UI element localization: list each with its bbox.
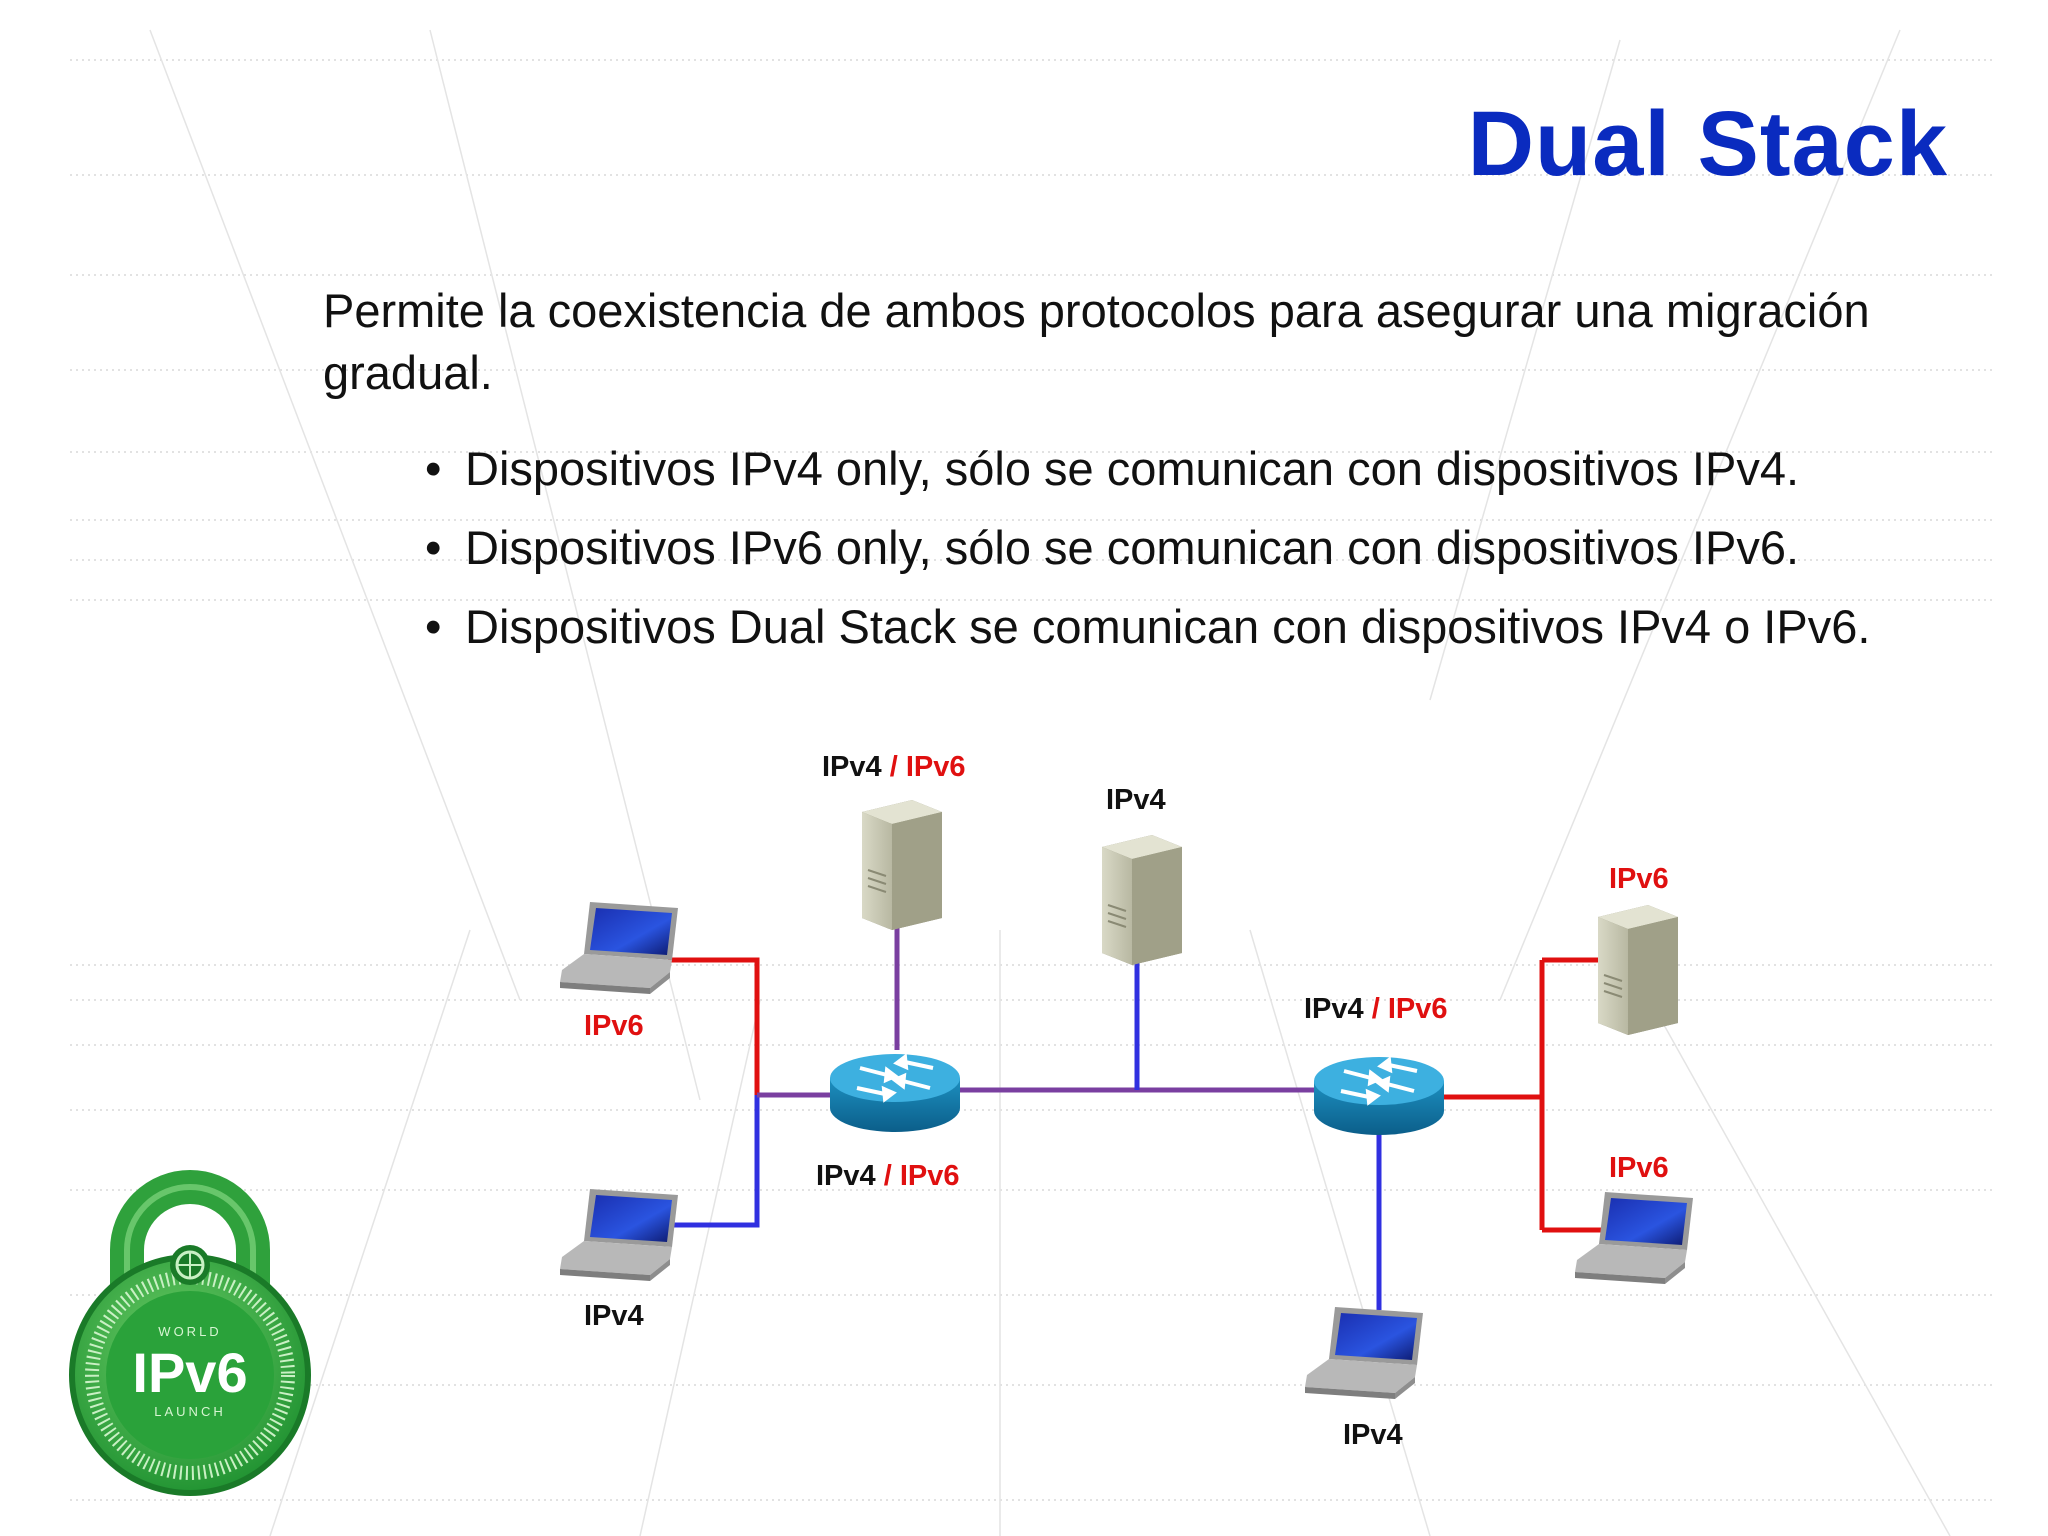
world-ipv6-launch-logo: WORLD IPv6 LAUNCH — [69, 1170, 311, 1496]
link-ipv4-laptop-left — [668, 1095, 760, 1228]
bullet-text: Dispositivos Dual Stack se comunican con… — [465, 600, 1871, 653]
link-ipv6-laptop-left — [668, 957, 760, 1095]
bullet-symbol: • — [425, 521, 442, 574]
bullet-text: Dispositivos IPv6 only, sólo se comunica… — [465, 521, 1800, 574]
server-icon — [862, 800, 942, 930]
bullet-item: • Dispositivos Dual Stack se comunican co… — [425, 596, 1945, 658]
laptop-icon — [1305, 1307, 1423, 1399]
label-server-top: IPv4 / IPv6 — [822, 751, 966, 783]
bullet-list: • Dispositivos IPv4 only, sólo se comunic… — [425, 438, 1945, 675]
label-router-right: IPv4 / IPv6 — [1304, 993, 1448, 1025]
svg-text:IPv6: IPv6 — [132, 1341, 247, 1404]
label-server-right: IPv6 — [1609, 863, 1669, 895]
label-laptop-bottom-center: IPv4 — [1343, 1419, 1403, 1451]
laptop-icon — [1575, 1192, 1693, 1284]
label-laptop-top-left: IPv6 — [584, 1010, 644, 1042]
label-laptop-bottom-left: IPv4 — [584, 1300, 644, 1332]
bullet-text: Dispositivos IPv4 only, sólo se comunica… — [465, 442, 1800, 495]
server-icon — [1598, 905, 1678, 1035]
label-laptop-right: IPv6 — [1609, 1152, 1669, 1184]
svg-text:WORLD: WORLD — [158, 1324, 221, 1339]
laptop-icon — [560, 1189, 678, 1281]
bullet-symbol: • — [425, 442, 442, 495]
router-icon — [1314, 1056, 1444, 1135]
svg-text:LAUNCH: LAUNCH — [154, 1404, 225, 1419]
bullet-item: • Dispositivos IPv4 only, sólo se comunic… — [425, 438, 1945, 500]
laptop-icon — [560, 902, 678, 994]
router-icon — [830, 1053, 960, 1132]
bullet-item: • Dispositivos IPv6 only, sólo se comunic… — [425, 517, 1945, 579]
server-icon — [1102, 835, 1182, 965]
label-server-mid: IPv4 — [1106, 784, 1166, 816]
slide-title: Dual Stack — [1467, 93, 1948, 195]
intro-text: Permite la coexistencia de ambos protoco… — [323, 284, 1870, 399]
label-router-left: IPv4 / IPv6 — [816, 1160, 960, 1192]
bullet-symbol: • — [425, 600, 442, 653]
